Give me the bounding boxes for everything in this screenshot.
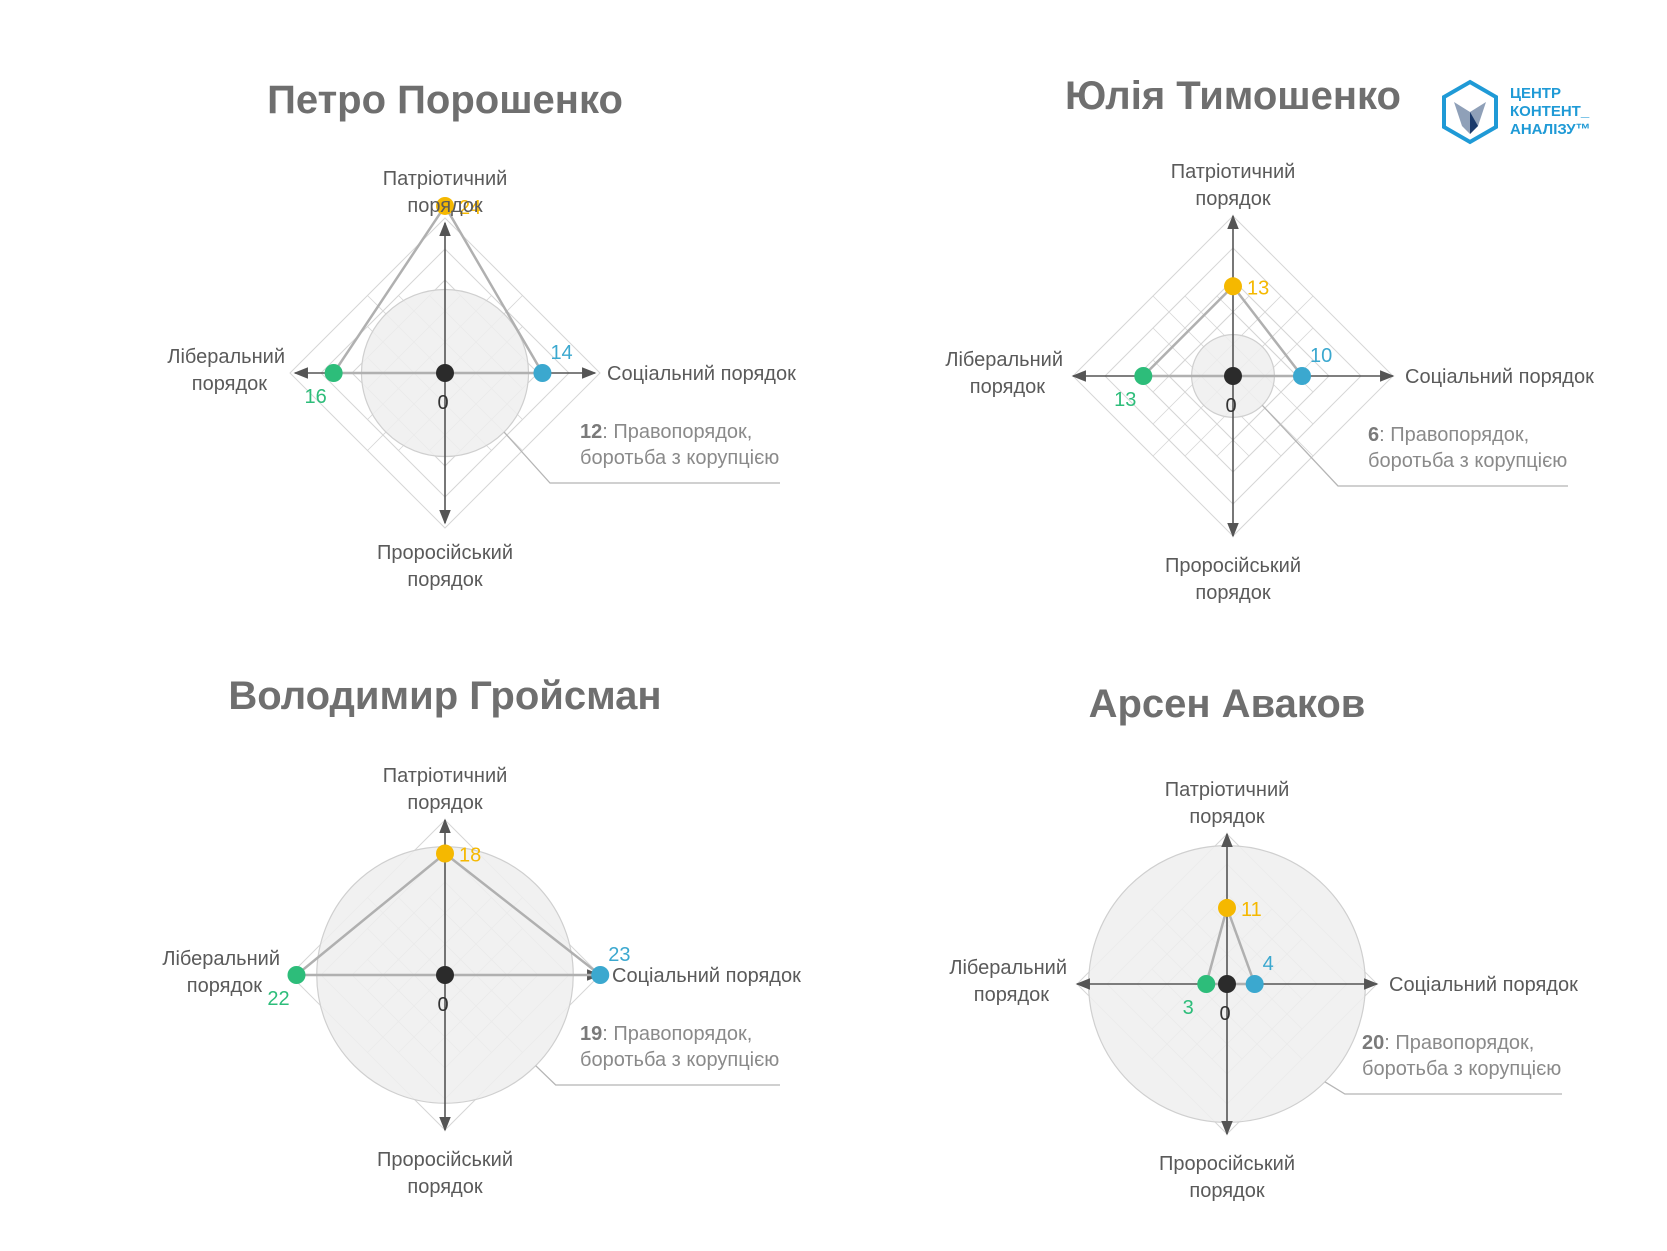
value-label-liberal: 22 [267,988,289,1010]
point-social [1293,367,1311,385]
logo-line-3: АНАЛІЗУ™ [1510,121,1591,138]
logo: ЦЕНТР КОНТЕНТ_ АНАЛІЗУ™ [1442,79,1591,145]
value-label-patriotic: 13 [1247,277,1269,299]
axis-label-prorussian: порядок [1189,1180,1264,1202]
axis-label-patriotic: Патріотичний [1171,161,1296,183]
note-law-order-line-2: боротьба з корупцією [580,447,779,469]
note-law-order: 6: Правопорядок, [1368,424,1529,446]
note-leader-line [1324,1081,1562,1095]
axis-label-prorussian: порядок [407,569,482,591]
point-center [436,966,454,984]
radar-chart-1: Петро Порошенко 24 14 16 0 Патріотичний порядо… [167,78,796,591]
value-label-social: 14 [550,342,572,364]
radar-chart-3: Володимир Гройсман 18 23 22 0 Патріотичний пор… [162,674,801,1198]
note-law-order: 19: Правопорядок, [580,1023,752,1045]
chart-title: Юлія Тимошенко [1065,74,1401,118]
chart-title: Петро Порошенко [267,78,623,122]
note-law-order: 12: Правопорядок, [580,421,752,443]
value-label-liberal: 13 [1114,389,1136,411]
value-label-social: 4 [1263,953,1274,975]
value-label-zero: 0 [1225,395,1236,417]
axis-label-liberal: Ліберальний [945,349,1063,371]
axis-label-patriotic: Патріотичний [1165,779,1290,801]
logo-mark-accent-icon [1470,112,1478,134]
axis-label-prorussian: Проросійський [1159,1153,1295,1175]
note-leader-line [1261,404,1568,487]
logo-line-2: КОНТЕНТ_ [1510,103,1590,120]
value-label-zero: 0 [437,994,448,1016]
point-center [1218,975,1236,993]
axis-label-patriotic: Патріотичний [383,765,508,787]
grid-hatch [1280,423,1314,457]
axis-label-patriotic: порядок [1195,188,1270,210]
point-social [1245,975,1264,993]
axis-label-patriotic: Патріотичний [383,168,508,190]
point-liberal [324,364,343,382]
note-law-order-line-2: боротьба з корупцією [1368,450,1567,472]
axis-label-patriotic: порядок [407,792,482,814]
axis-label-social: Соціальний порядок [1389,974,1578,996]
axis-label-social: Соціальний порядок [607,363,796,385]
axis-label-prorussian: порядок [1195,582,1270,604]
value-label-patriotic: 11 [1241,899,1262,921]
point-patriotic [436,196,454,215]
grid-hatch [1280,295,1314,329]
value-label-zero: 0 [1219,1003,1230,1025]
value-label-social: 10 [1310,345,1332,367]
axis-label-prorussian: Проросійський [377,1149,513,1171]
value-label-social: 23 [608,944,630,966]
point-social [533,364,552,382]
note-law-order: 20: Правопорядок, [1362,1032,1534,1054]
axis-label-liberal: Ліберальний [162,948,280,970]
point-center [436,364,454,382]
point-patriotic [436,844,454,863]
axis-label-liberal: Ліберальний [949,957,1067,979]
chart-title: Володимир Гройсман [228,674,661,718]
axis-label-patriotic: порядок [407,195,482,217]
axis-label-prorussian: Проросійський [1165,555,1301,577]
axis-label-prorussian: порядок [407,1176,482,1198]
note-leader-line [503,431,780,484]
axis-label-liberal: Ліберальний [167,346,285,368]
axis-label-prorussian: Проросійський [377,542,513,564]
note-law-order-line-2: боротьба з корупцією [1362,1058,1561,1080]
point-liberal [287,966,306,984]
axis-label-patriotic: порядок [1189,806,1264,828]
value-label-liberal: 3 [1183,997,1194,1019]
logo-line-1: ЦЕНТР [1510,85,1561,102]
point-liberal [1134,367,1153,385]
logo-hexagon-icon [1442,79,1498,145]
chart-title: Арсен Аваков [1089,682,1366,726]
value-label-patriotic: 18 [459,845,481,867]
radar-chart-2: Юлія Тимошенко 13 10 13 0 Патріотичний порядок… [945,74,1594,604]
axis-label-liberal: порядок [192,373,267,395]
point-patriotic [1218,898,1236,917]
axis-label-liberal: порядок [970,376,1045,398]
value-label-zero: 0 [437,392,448,414]
axis-label-liberal: порядок [974,984,1049,1006]
point-social [591,966,610,984]
axis-label-social: Соціальний порядок [612,965,801,987]
point-patriotic [1224,277,1242,296]
grid-hatch [1248,295,1314,361]
axis-label-liberal: порядок [187,975,262,997]
point-center [1224,367,1242,385]
grid-ring [289,217,601,529]
point-liberal [1197,975,1216,993]
note-law-order-line-2: боротьба з корупцією [580,1049,779,1071]
note-leader-line [535,1065,780,1086]
grid-hatch [1248,391,1314,457]
axis-label-social: Соціальний порядок [1405,366,1594,388]
value-label-patriotic: 24 [459,197,481,219]
value-label-liberal: 16 [305,386,327,408]
